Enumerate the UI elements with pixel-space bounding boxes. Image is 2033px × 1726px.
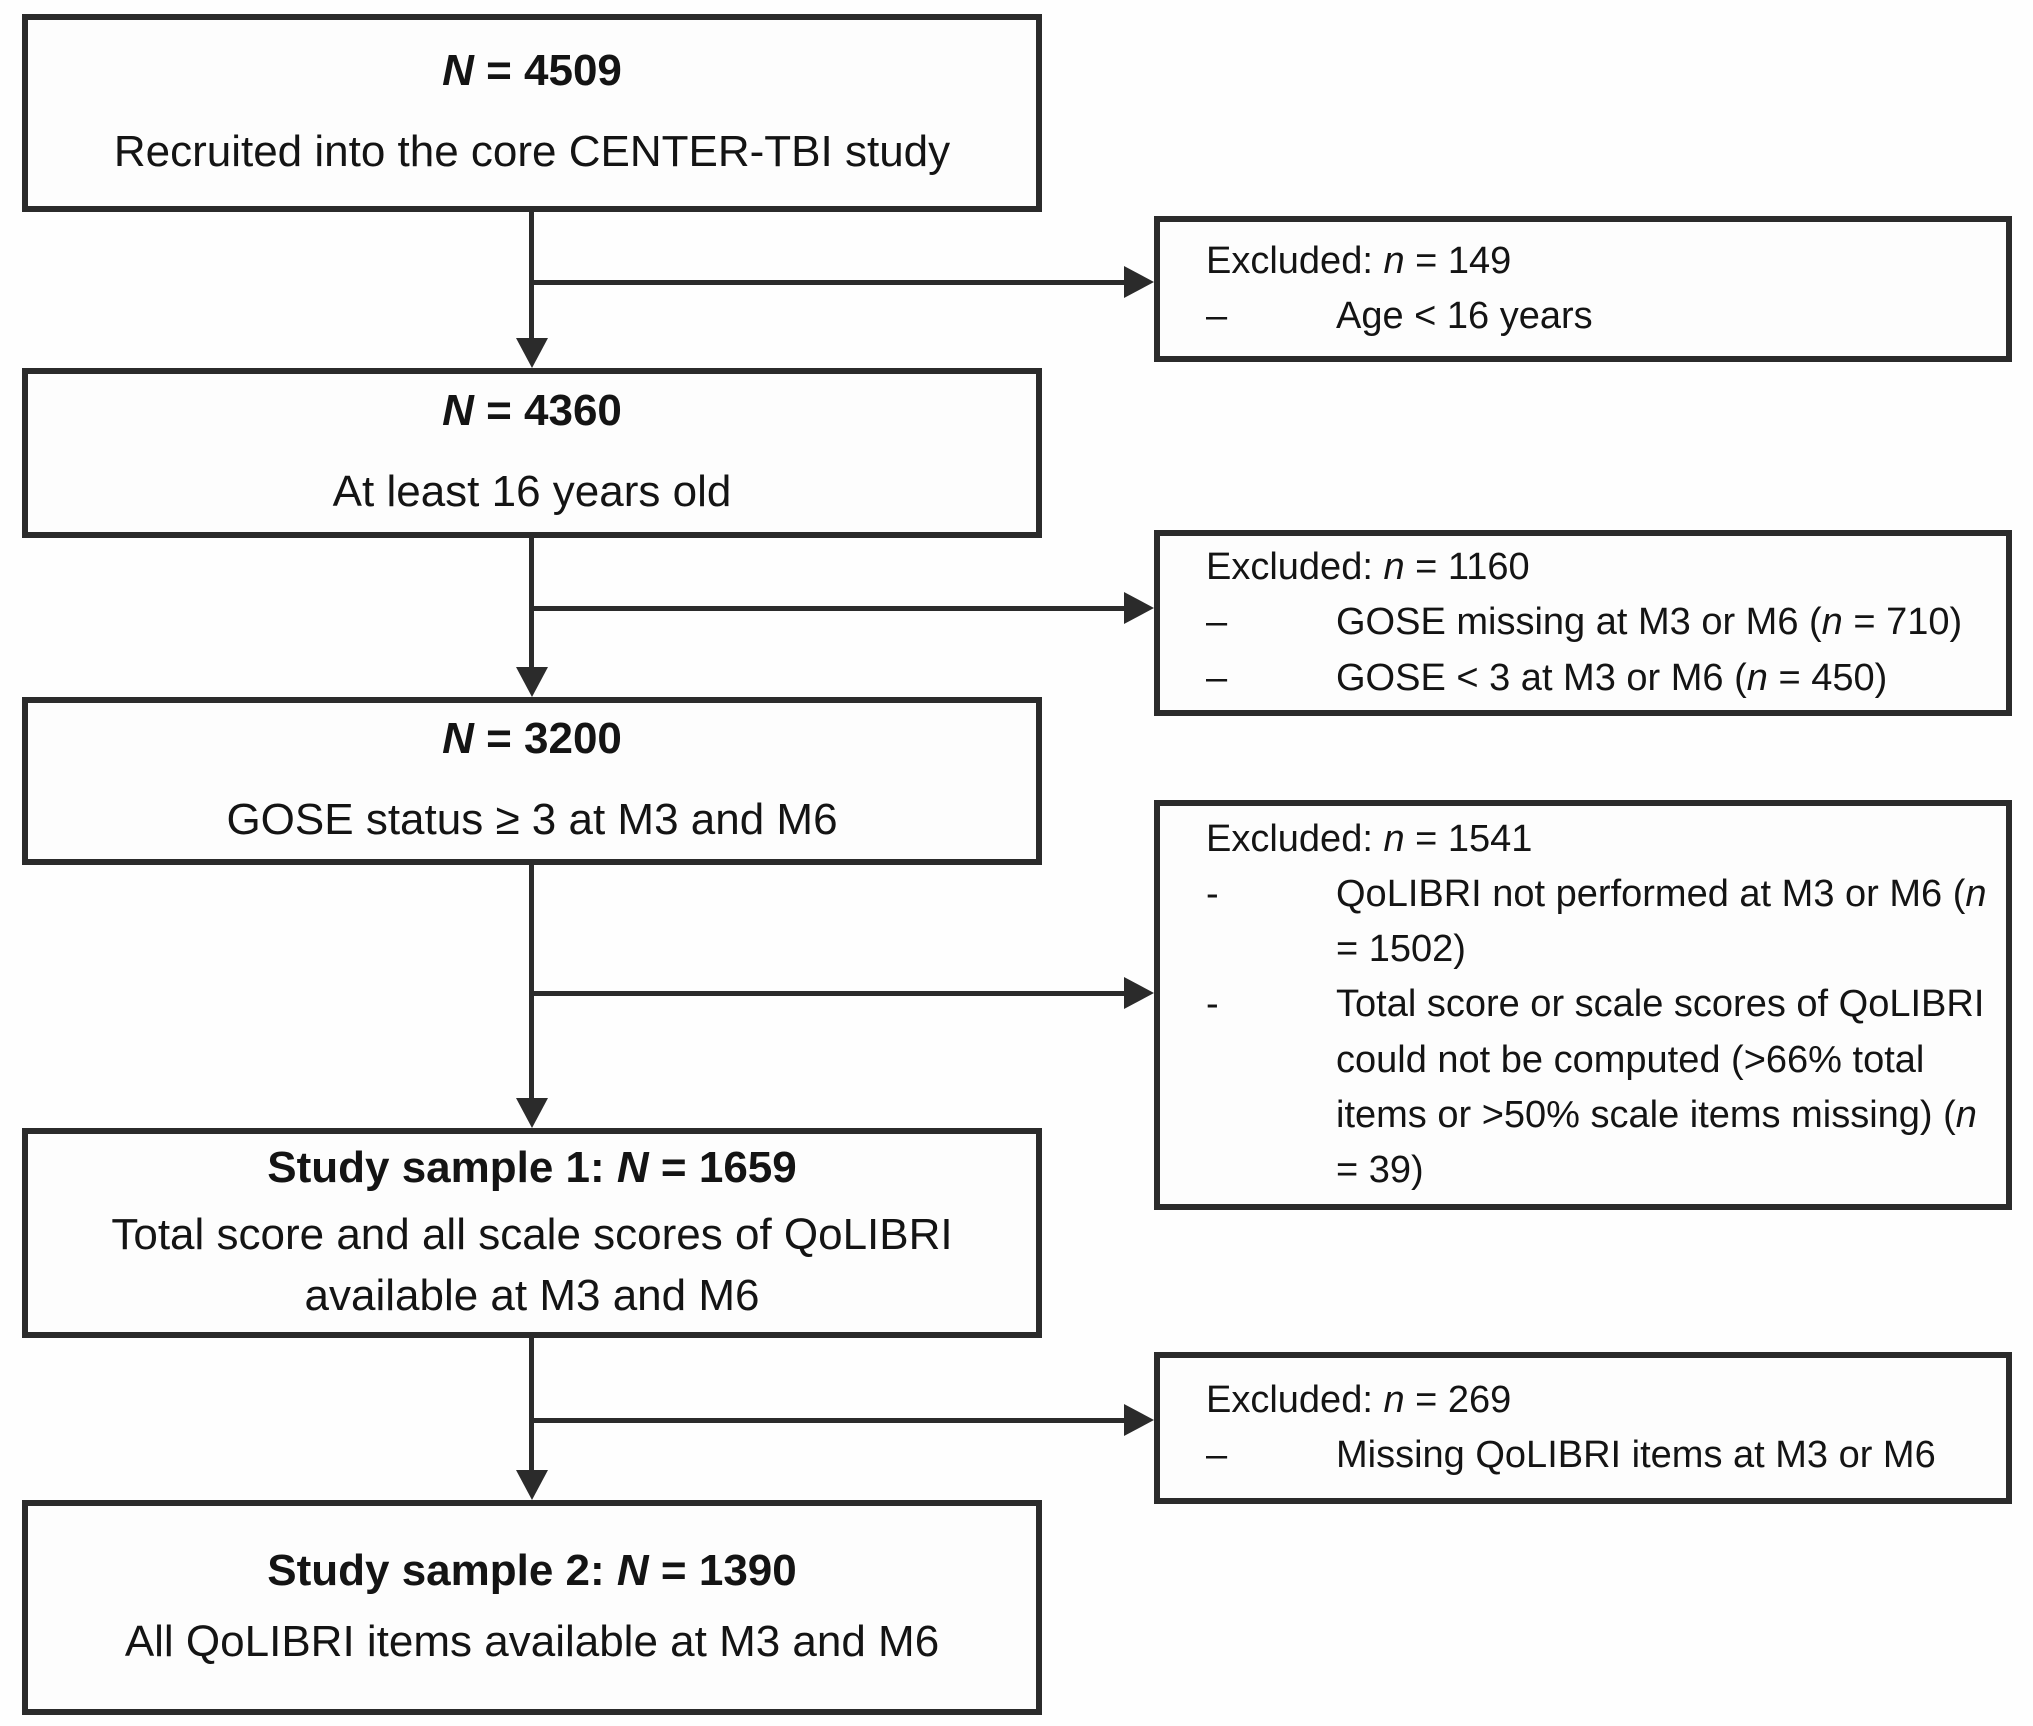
- excluded-box-age: Excluded: n = 149 – Age < 16 years: [1154, 216, 2012, 362]
- connector-line-2: [529, 538, 534, 670]
- excluded-label: Excluded:: [1206, 818, 1384, 861]
- excluded-count: = 149: [1404, 239, 1512, 282]
- excluded-n-symbol: n: [1383, 818, 1405, 861]
- connector-line-1: [529, 212, 534, 340]
- count-value: = 4509: [473, 46, 622, 96]
- count-prefix: Study sample 1:: [267, 1142, 617, 1192]
- excluded-n-symbol: n: [1383, 546, 1405, 589]
- box-sample2-description: All QoLIBRI items available at M3 and M6: [124, 1616, 940, 1666]
- arrow-down-icon-1: [516, 338, 548, 368]
- excluded-box-qolibri-scores: Excluded: n = 1541 - QoLIBRI not perform…: [1154, 800, 2012, 1210]
- excluded-qolibri-reason-2: - Total score or scale scores of QoLIBRI…: [1206, 977, 1996, 1197]
- box-gose-status: N = 3200 GOSE status ≥ 3 at M3 and M6: [22, 697, 1042, 865]
- bullet-post: = 39): [1336, 1148, 1424, 1191]
- excluded-label: Excluded:: [1206, 546, 1384, 589]
- excluded-box-qolibri-items: Excluded: n = 269 – Missing QoLIBRI item…: [1154, 1352, 2012, 1504]
- box-recruited-count: N = 4509: [442, 43, 622, 98]
- branch-line-1: [529, 280, 1124, 285]
- arrow-down-icon-3: [516, 1098, 548, 1128]
- bullet-post: = 450): [1767, 656, 1888, 699]
- bullet-n-symbol: n: [1746, 656, 1768, 699]
- box-sample1-count: Study sample 1: N = 1659: [267, 1140, 796, 1195]
- box-study-sample-1: Study sample 1: N = 1659 Total score and…: [22, 1128, 1042, 1338]
- bullet-text: QoLIBRI not performed at M3 or M6 (n = 1…: [1336, 867, 1996, 977]
- arrow-right-icon-2: [1124, 592, 1154, 624]
- bullet-dash: -: [1206, 873, 1219, 916]
- bullet-dash: –: [1206, 656, 1228, 699]
- bullet-n-symbol: n: [1955, 1093, 1977, 1136]
- bullet-text: GOSE missing at M3 or M6 (n = 710): [1336, 595, 1996, 650]
- bullet-pre: QoLIBRI not performed at M3 or M6 (: [1336, 873, 1966, 916]
- excluded-age-header: Excluded: n = 149: [1206, 234, 1996, 289]
- bullet-text: Missing QoLIBRI items at M3 or M6: [1336, 1428, 1996, 1483]
- excluded-gose-header: Excluded: n = 1160: [1206, 540, 1996, 595]
- branch-line-2: [529, 606, 1124, 611]
- connector-line-4: [529, 1338, 534, 1472]
- bullet-pre: GOSE missing at M3 or M6 (: [1336, 601, 1822, 644]
- bullet-text: Total score or scale scores of QoLIBRI c…: [1336, 977, 1996, 1197]
- arrow-right-icon-3: [1124, 977, 1154, 1009]
- bullet-n-symbol: n: [1821, 601, 1843, 644]
- bullet-post: = 1502): [1336, 928, 1466, 971]
- box-sample1-description: Total score and all scale scores of QoLI…: [111, 1209, 953, 1320]
- count-n-symbol: N: [442, 714, 474, 764]
- bullet-dash: –: [1206, 295, 1228, 337]
- excluded-label: Excluded:: [1206, 239, 1384, 282]
- box-sample2-count: Study sample 2: N = 1390: [267, 1543, 796, 1598]
- excluded-label: Excluded:: [1206, 1378, 1384, 1421]
- count-value: = 4360: [473, 386, 622, 436]
- bullet-dash: –: [1206, 601, 1228, 644]
- bullet-pre: Age < 16 years: [1336, 295, 1593, 337]
- box-recruited: N = 4509 Recruited into the core CENTER-…: [22, 14, 1042, 212]
- count-n-symbol: N: [616, 1545, 649, 1595]
- arrow-down-icon-4: [516, 1470, 548, 1500]
- box-recruited-description: Recruited into the core CENTER-TBI study: [113, 127, 951, 177]
- bullet-pre: GOSE < 3 at M3 or M6 (: [1336, 656, 1747, 699]
- arrow-down-icon-2: [516, 667, 548, 697]
- bullet-text: GOSE < 3 at M3 or M6 (n = 450): [1336, 651, 1996, 706]
- count-prefix: Study sample 2:: [267, 1545, 617, 1595]
- bullet-dash: -: [1206, 983, 1219, 1026]
- branch-line-3: [529, 991, 1124, 996]
- excluded-n-symbol: n: [1383, 1378, 1405, 1421]
- excluded-count: = 1160: [1404, 546, 1530, 589]
- excluded-n-symbol: n: [1383, 239, 1405, 282]
- box-study-sample-2: Study sample 2: N = 1390 All QoLIBRI ite…: [22, 1500, 1042, 1715]
- bullet-n-symbol: n: [1965, 873, 1987, 916]
- excluded-gose-reason-1: – GOSE missing at M3 or M6 (n = 710): [1206, 595, 1996, 650]
- count-n-symbol: N: [442, 46, 474, 96]
- bullet-post: = 710): [1842, 601, 1963, 644]
- bullet-pre: Missing QoLIBRI items at M3 or M6: [1336, 1434, 1936, 1476]
- box-age-description: At least 16 years old: [332, 467, 732, 517]
- connector-line-3: [529, 865, 534, 1100]
- excluded-items-reason: – Missing QoLIBRI items at M3 or M6: [1206, 1428, 1996, 1483]
- excluded-items-header: Excluded: n = 269: [1206, 1373, 1996, 1428]
- box-age-count: N = 4360: [442, 383, 622, 438]
- count-value: = 3200: [473, 714, 622, 764]
- box-gose-count: N = 3200: [442, 711, 622, 766]
- excluded-qolibri-header: Excluded: n = 1541: [1206, 812, 1996, 867]
- excluded-box-gose: Excluded: n = 1160 – GOSE missing at M3 …: [1154, 530, 2012, 716]
- count-value: = 1659: [648, 1142, 797, 1192]
- count-n-symbol: N: [442, 386, 474, 436]
- excluded-gose-reason-2: – GOSE < 3 at M3 or M6 (n = 450): [1206, 651, 1996, 706]
- count-n-symbol: N: [616, 1142, 649, 1192]
- branch-line-4: [529, 1418, 1124, 1423]
- bullet-dash: –: [1206, 1434, 1228, 1476]
- excluded-count: = 1541: [1404, 818, 1533, 861]
- excluded-qolibri-reason-1: - QoLIBRI not performed at M3 or M6 (n =…: [1206, 867, 1996, 977]
- bullet-pre: Total score or scale scores of QoLIBRI c…: [1336, 983, 1985, 1136]
- arrow-right-icon-4: [1124, 1404, 1154, 1436]
- bullet-text: Age < 16 years: [1336, 289, 1996, 344]
- excluded-age-reason: – Age < 16 years: [1206, 289, 1996, 344]
- arrow-right-icon-1: [1124, 266, 1154, 298]
- box-gose-description: GOSE status ≥ 3 at M3 and M6: [226, 795, 838, 845]
- excluded-count: = 269: [1404, 1378, 1512, 1421]
- count-value: = 1390: [648, 1545, 797, 1595]
- box-age-at-least-16: N = 4360 At least 16 years old: [22, 368, 1042, 538]
